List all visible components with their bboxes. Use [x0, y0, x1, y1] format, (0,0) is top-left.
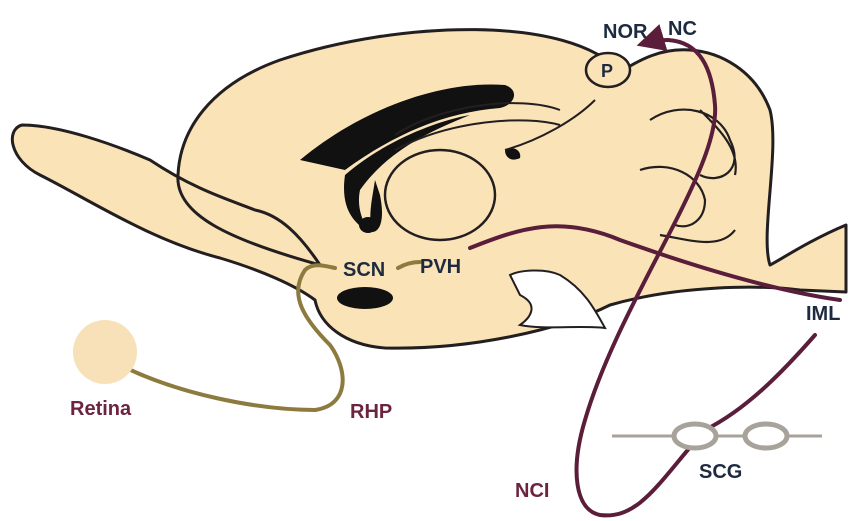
brain-outline — [12, 30, 846, 349]
scg-label: SCG — [699, 461, 742, 483]
scn-label: SCN — [343, 259, 385, 281]
pineal-label: P — [601, 61, 613, 81]
optic-chiasm — [337, 287, 393, 309]
iml-label: IML — [806, 303, 840, 325]
pvh-label: PVH — [420, 256, 461, 278]
rhp-label: RHP — [350, 401, 392, 423]
nc-label: NC — [668, 18, 697, 40]
retina-label: Retina — [70, 398, 132, 420]
ganglion-right — [745, 424, 787, 448]
anterior-commissure — [359, 217, 377, 233]
retina-circle — [73, 320, 137, 384]
nci-label: NCI — [515, 480, 549, 502]
iml-to-scg-path — [705, 335, 815, 430]
ganglion-left — [674, 424, 716, 448]
nor-label: NOR — [603, 21, 648, 43]
